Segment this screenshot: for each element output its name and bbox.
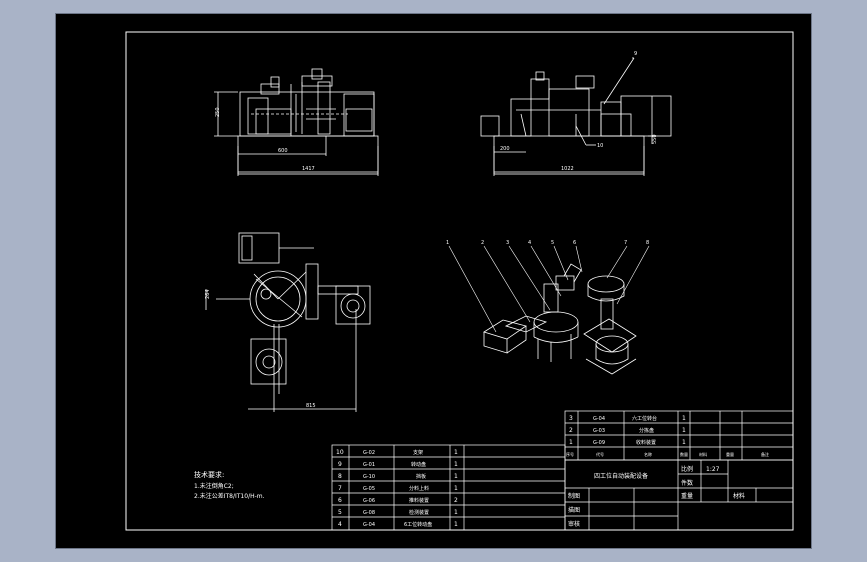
lower-row-3-no: 8	[338, 473, 342, 480]
front-total-width-dim: 1417	[302, 166, 315, 172]
lower-row-5-qty: 2	[454, 497, 458, 504]
lower-row-1-qty: 1	[454, 449, 458, 456]
side-total-dim: 1022	[561, 166, 574, 172]
parts-list-upper	[564, 410, 794, 461]
upper-row-3-name: 收料装置	[636, 439, 656, 446]
tech-req-item-1: 1.未注倒角C2;	[194, 482, 234, 490]
scale-label: 比例	[681, 465, 693, 473]
iso-callout-7: 7	[624, 240, 627, 246]
iso-callout-6: 6	[573, 240, 576, 246]
header-remark: 备注	[761, 451, 769, 457]
upper-row-2-code: G-03	[593, 428, 605, 434]
parts-list-lower-rows: 10 G-02 支架 1 9 G-01 转动盘 1 8 G-10 挡板 1 7 …	[336, 449, 458, 528]
plan-right-dim: 815	[306, 403, 316, 409]
lower-row-4-no: 7	[338, 485, 342, 492]
side-callout-9: 9	[634, 51, 637, 57]
plan-view	[205, 232, 371, 412]
material-label: 材料	[733, 492, 745, 500]
title-block	[564, 459, 794, 531]
upper-row-3-code: G-09	[593, 440, 605, 446]
plan-left-dim: 264	[205, 289, 211, 299]
title-block-text: 四工位自动装配设备 比例 1:27 件数 重量 材料 制图 描图 审核	[568, 465, 745, 528]
upper-row-1-no: 3	[569, 415, 573, 422]
lower-row-3-name: 挡板	[416, 473, 426, 480]
upper-row-2-no: 2	[569, 427, 573, 434]
lower-row-2-qty: 1	[454, 461, 458, 468]
header-weight: 重量	[726, 451, 734, 457]
front-inner-width-dim: 600	[278, 148, 288, 154]
lower-row-1-code: G-02	[363, 450, 375, 456]
lower-row-3-qty: 1	[454, 473, 458, 480]
lower-row-6-no: 5	[338, 509, 342, 516]
lower-row-7-name: 6工位转动盘	[404, 521, 432, 528]
upper-row-1-code: G-04	[593, 416, 605, 422]
lower-row-6-name: 检测装置	[409, 509, 429, 516]
upper-row-1-qty: 1	[682, 415, 686, 422]
lower-row-4-name: 分料上料	[409, 485, 429, 492]
side-callout-10: 10	[597, 143, 603, 149]
lower-row-7-code: G-04	[363, 522, 375, 528]
lower-row-1-no: 10	[336, 449, 344, 456]
side-right-dim: 550	[652, 134, 658, 144]
lower-row-4-qty: 1	[454, 485, 458, 492]
drawing-sheet: 250 600 1417 200 1022 550 9 10	[55, 13, 812, 549]
header-qty: 数量	[680, 451, 688, 457]
side-left-dim: 200	[500, 146, 510, 152]
upper-row-3-qty: 1	[682, 439, 686, 446]
lower-row-6-code: G-08	[363, 510, 375, 516]
header-name: 名称	[644, 451, 652, 457]
design-label: 描图	[568, 506, 580, 514]
lower-row-5-code: G-06	[363, 498, 375, 504]
iso-callout-1: 1	[446, 240, 449, 246]
header-no: 序号	[566, 451, 574, 457]
upper-row-2-name: 分拣盘	[639, 427, 654, 434]
drawing-frame	[125, 31, 794, 531]
lower-row-7-qty: 1	[454, 521, 458, 528]
parts-list-upper-rows: 3 G-04 六工位转台 1 2 G-03 分拣盘 1 1 G-09 收料装置 …	[566, 415, 769, 457]
lower-row-2-code: G-01	[363, 462, 375, 468]
lower-row-6-qty: 1	[454, 509, 458, 516]
drawn-label: 制图	[568, 492, 580, 500]
header-material: 材料	[699, 451, 707, 457]
lower-row-5-no: 6	[338, 497, 342, 504]
lower-row-5-name: 推料装置	[409, 497, 429, 504]
drawing-name: 四工位自动装配设备	[594, 472, 648, 480]
lower-row-4-code: G-05	[363, 486, 375, 492]
side-view	[480, 57, 672, 176]
cad-drawing: 250 600 1417 200 1022 550 9 10	[125, 31, 794, 531]
front-height-dim: 250	[215, 107, 221, 117]
tech-req-title: 技术要求:	[194, 470, 224, 479]
iso-callout-4: 4	[528, 240, 531, 246]
upper-row-3-no: 1	[569, 439, 573, 446]
lower-row-3-code: G-10	[363, 474, 375, 480]
check-label: 审核	[568, 520, 580, 528]
tech-req-item-2: 2.未注公差IT8/IT10/H-m.	[194, 492, 265, 500]
upper-row-2-qty: 1	[682, 427, 686, 434]
weight-label: 重量	[681, 492, 693, 500]
iso-callout-2: 2	[481, 240, 484, 246]
lower-row-2-no: 9	[338, 461, 342, 468]
header-code: 代号	[596, 451, 604, 457]
qty-label: 件数	[681, 479, 693, 487]
scale-value: 1:27	[706, 466, 720, 473]
iso-leader-lines	[448, 245, 650, 333]
front-view	[214, 68, 379, 176]
lower-row-2-name: 转动盘	[411, 461, 426, 468]
iso-callout-3: 3	[506, 240, 509, 246]
isometric-view	[483, 263, 637, 375]
iso-callout-8: 8	[646, 240, 649, 246]
iso-callout-5: 5	[551, 240, 554, 246]
upper-row-1-name: 六工位转台	[632, 415, 657, 422]
lower-row-1-name: 支架	[413, 449, 423, 456]
lower-row-7-no: 4	[338, 521, 342, 528]
